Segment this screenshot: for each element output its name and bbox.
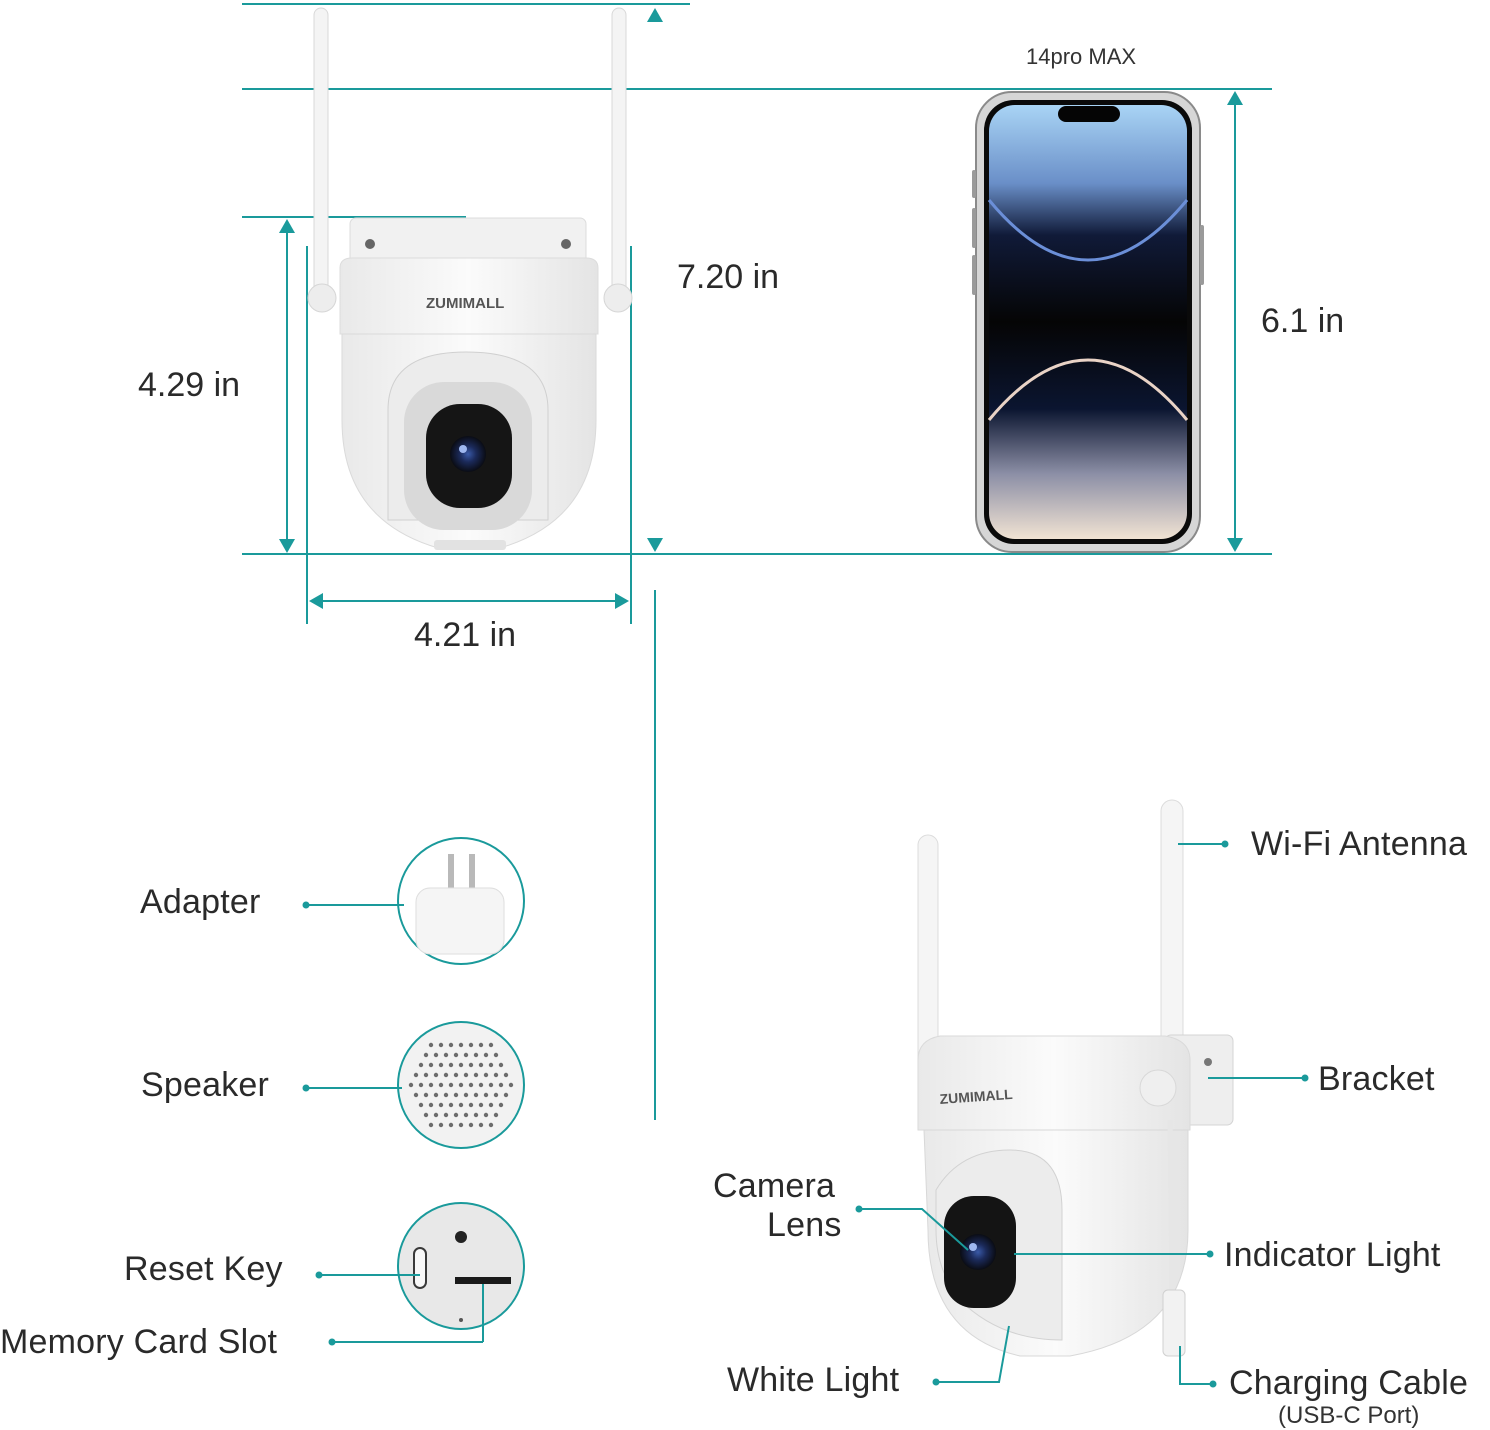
part-leaders [859, 843, 1305, 1385]
camera-front-view [307, 7, 633, 550]
label-speaker: Speaker [141, 1066, 270, 1104]
phone-model-label: 14pro MAX [1026, 44, 1137, 69]
label-memory-card-slot: Memory Card Slot [0, 1323, 278, 1361]
phone-illustration [972, 91, 1204, 553]
accessory-speaker-circle [397, 1021, 525, 1149]
accessory-leaders [306, 904, 484, 1343]
brand-logo-angled: ZUMIMALL [939, 1086, 1013, 1107]
label-white-light: White Light [727, 1361, 900, 1399]
label-charging-cable-sub: (USB-C Port) [1278, 1402, 1420, 1429]
label-adapter: Adapter [140, 883, 261, 921]
label-wifi-antenna: Wi-Fi Antenna [1251, 825, 1468, 863]
label-bracket: Bracket [1318, 1060, 1435, 1098]
camera-angled-view [917, 799, 1234, 1357]
label-charging-cable: Charging Cable [1229, 1364, 1469, 1402]
dimension-arrows [279, 8, 1243, 609]
label-reset-key: Reset Key [124, 1250, 283, 1288]
label-camera-lens-line2: Lens [767, 1206, 842, 1244]
dimension-phone-height: 6.1 in [1261, 302, 1345, 340]
accessory-leader-dots [302, 901, 336, 1346]
brand-logo-front: ZUMIMALL [426, 295, 504, 312]
accessory-adapter-circle [397, 837, 525, 965]
label-indicator-light: Indicator Light [1224, 1236, 1441, 1274]
part-leader-dots [855, 840, 1309, 1388]
dimension-lines [242, 3, 1272, 1120]
dimension-width: 4.21 in [414, 616, 517, 654]
label-camera-lens-line1: Camera [713, 1167, 836, 1205]
dimension-total-height: 7.20 in [677, 258, 780, 296]
dimension-body-height: 4.29 in [138, 366, 241, 404]
accessory-reset-circle [397, 1202, 525, 1330]
